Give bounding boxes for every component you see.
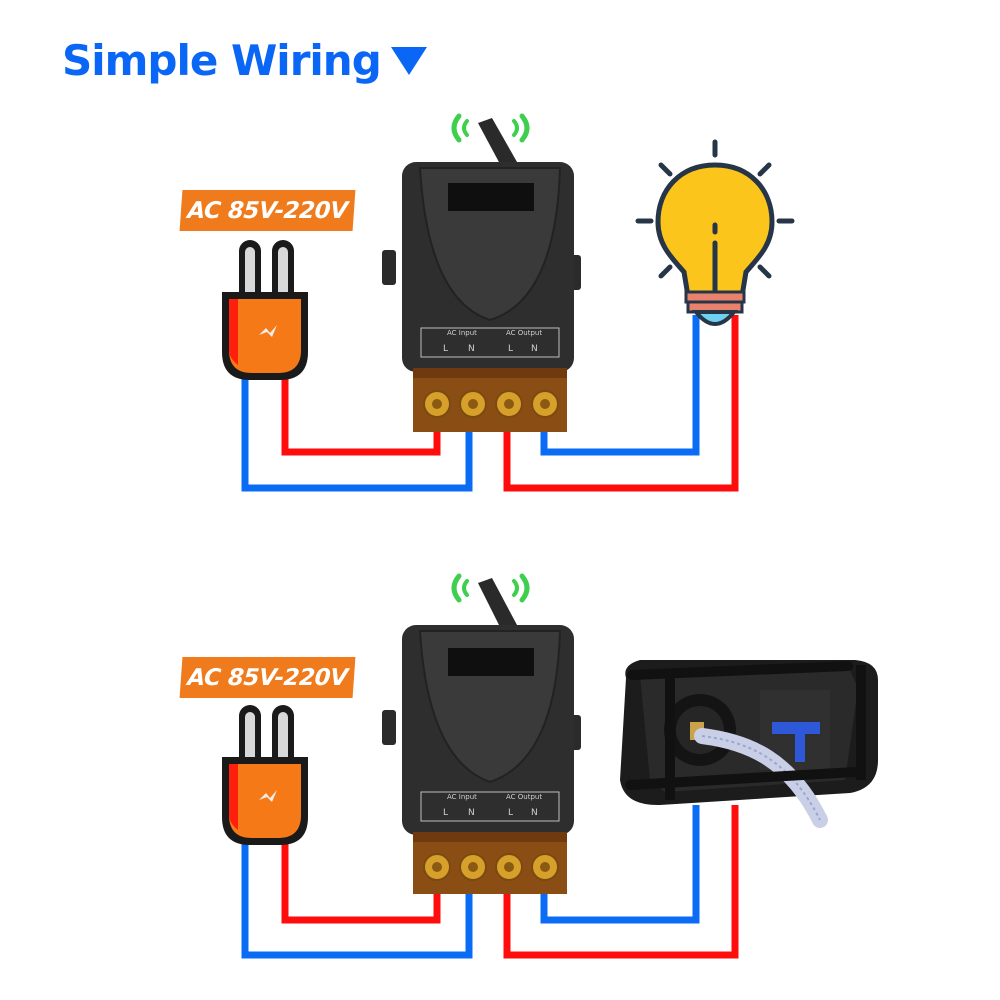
terminal-label-L-in: L <box>443 344 449 354</box>
power-plug-icon <box>222 240 308 380</box>
terminal-label-N-in: N <box>468 808 475 818</box>
neutral-wire-out <box>540 805 700 924</box>
triangle-down-icon <box>390 46 427 75</box>
neutral-wire-in <box>241 840 473 959</box>
neutral-wire-out <box>540 315 700 456</box>
live-wire-out <box>503 805 739 959</box>
voltage-badge: AC 85V-220V <box>179 190 356 231</box>
rf-relay-receiver <box>382 113 581 432</box>
wiring-svg-1 <box>222 113 795 492</box>
ac-input-label: AC Input <box>447 329 477 337</box>
wires <box>241 315 739 492</box>
live-wire-in <box>281 840 441 924</box>
terminal-label-N-in: N <box>468 344 475 354</box>
power-plug-icon <box>222 705 308 845</box>
antenna <box>478 118 517 164</box>
title-text: Simple Wiring <box>62 36 382 85</box>
terminal-label-L-out: L <box>508 344 514 354</box>
wiring-svg-2 <box>222 573 878 959</box>
terminal-label-N-out: N <box>531 344 538 354</box>
wiring-diagram-pump: AC 85V-220V AC Input AC Output L N L N <box>0 460 1000 960</box>
wires <box>241 805 739 959</box>
signal-icon <box>451 573 530 603</box>
neutral-wire-in <box>241 375 473 492</box>
terminal-label-N-out: N <box>531 808 538 818</box>
ac-output-label: AC Output <box>506 329 543 337</box>
terminal-label-L-in: L <box>443 808 449 818</box>
page-title: Simple Wiring <box>62 36 427 85</box>
terminal-label-L-out: L <box>508 808 514 818</box>
antenna <box>478 578 517 627</box>
light-bulb-icon <box>635 139 795 326</box>
live-wire-in <box>281 375 441 456</box>
wiring-diagram-light: AC 85V-220V AC Input AC Output L N L N <box>179 113 795 492</box>
rf-relay-receiver <box>382 573 581 894</box>
signal-icon <box>451 113 530 143</box>
ac-input-label: AC Input <box>447 793 477 801</box>
ac-output-label: AC Output <box>506 793 543 801</box>
voltage-badge: AC 85V-220V <box>179 657 356 698</box>
live-wire-out <box>503 315 739 492</box>
water-pump-icon <box>620 660 878 828</box>
